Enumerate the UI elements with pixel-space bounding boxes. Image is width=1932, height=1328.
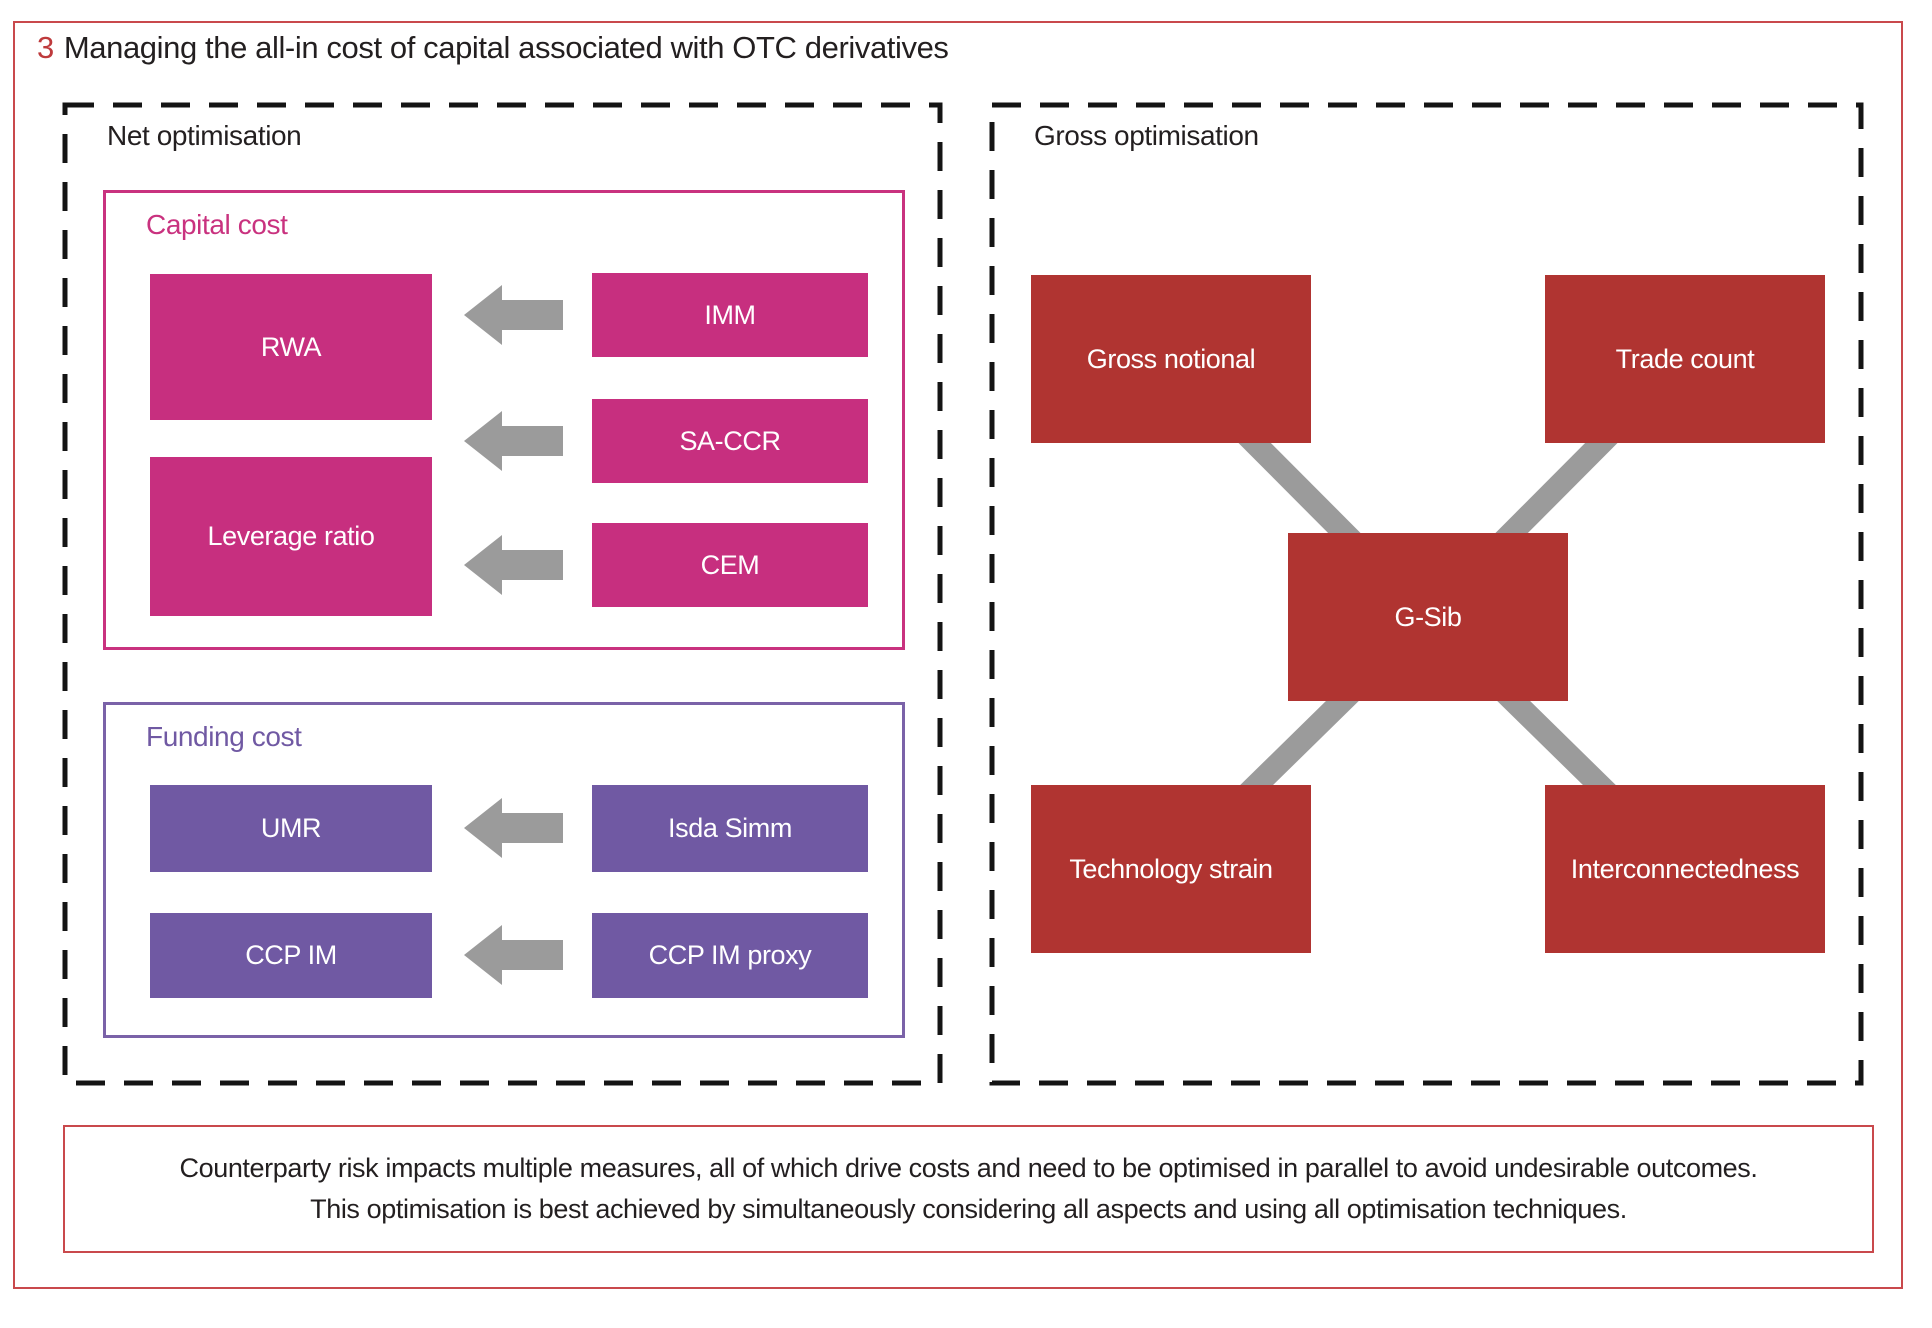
node-ccp-im-proxy: CCP IM proxy bbox=[592, 913, 868, 998]
node-isda-simm: Isda Simm bbox=[592, 785, 868, 872]
node-umr: UMR bbox=[150, 785, 432, 872]
node-trade-count: Trade count bbox=[1545, 275, 1825, 443]
figure-number: 3 bbox=[37, 30, 54, 65]
arrow-imm-to-rwa bbox=[464, 285, 563, 345]
arrow-ccp-proxy-to-ccp-im bbox=[464, 925, 563, 985]
arrow-isda-simm-to-umr bbox=[464, 798, 563, 858]
figure-title: 3 Managing the all-in cost of capital ass… bbox=[37, 30, 949, 66]
page-border bbox=[13, 21, 1903, 1289]
caption-line-1: Counterparty risk impacts multiple measu… bbox=[179, 1153, 1758, 1183]
node-rwa: RWA bbox=[150, 274, 432, 420]
node-technology-strain: Technology strain bbox=[1031, 785, 1311, 953]
node-g-sib: G-Sib bbox=[1288, 533, 1568, 701]
caption-line-2: This optimisation is best achieved by si… bbox=[310, 1194, 1627, 1224]
node-leverage-ratio: Leverage ratio bbox=[150, 457, 432, 616]
node-imm: IMM bbox=[592, 273, 868, 357]
node-cem: CEM bbox=[592, 523, 868, 607]
caption-box: Counterparty risk impacts multiple measu… bbox=[63, 1125, 1874, 1253]
funding-cost-label: Funding cost bbox=[146, 721, 302, 752]
arrow-sa-ccr-to-rwa bbox=[464, 411, 563, 471]
gross-panel-label: Gross optimisation bbox=[1034, 120, 1259, 151]
figure-title-text: Managing the all-in cost of capital asso… bbox=[63, 30, 949, 65]
node-ccp-im: CCP IM bbox=[150, 913, 432, 998]
net-panel-label: Net optimisation bbox=[107, 120, 302, 151]
node-sa-ccr: SA-CCR bbox=[592, 399, 868, 483]
arrow-cem-to-leverage bbox=[464, 535, 563, 595]
capital-cost-label: Capital cost bbox=[146, 209, 288, 240]
node-gross-notional: Gross notional bbox=[1031, 275, 1311, 443]
node-interconnectedness: Interconnectedness bbox=[1545, 785, 1825, 953]
